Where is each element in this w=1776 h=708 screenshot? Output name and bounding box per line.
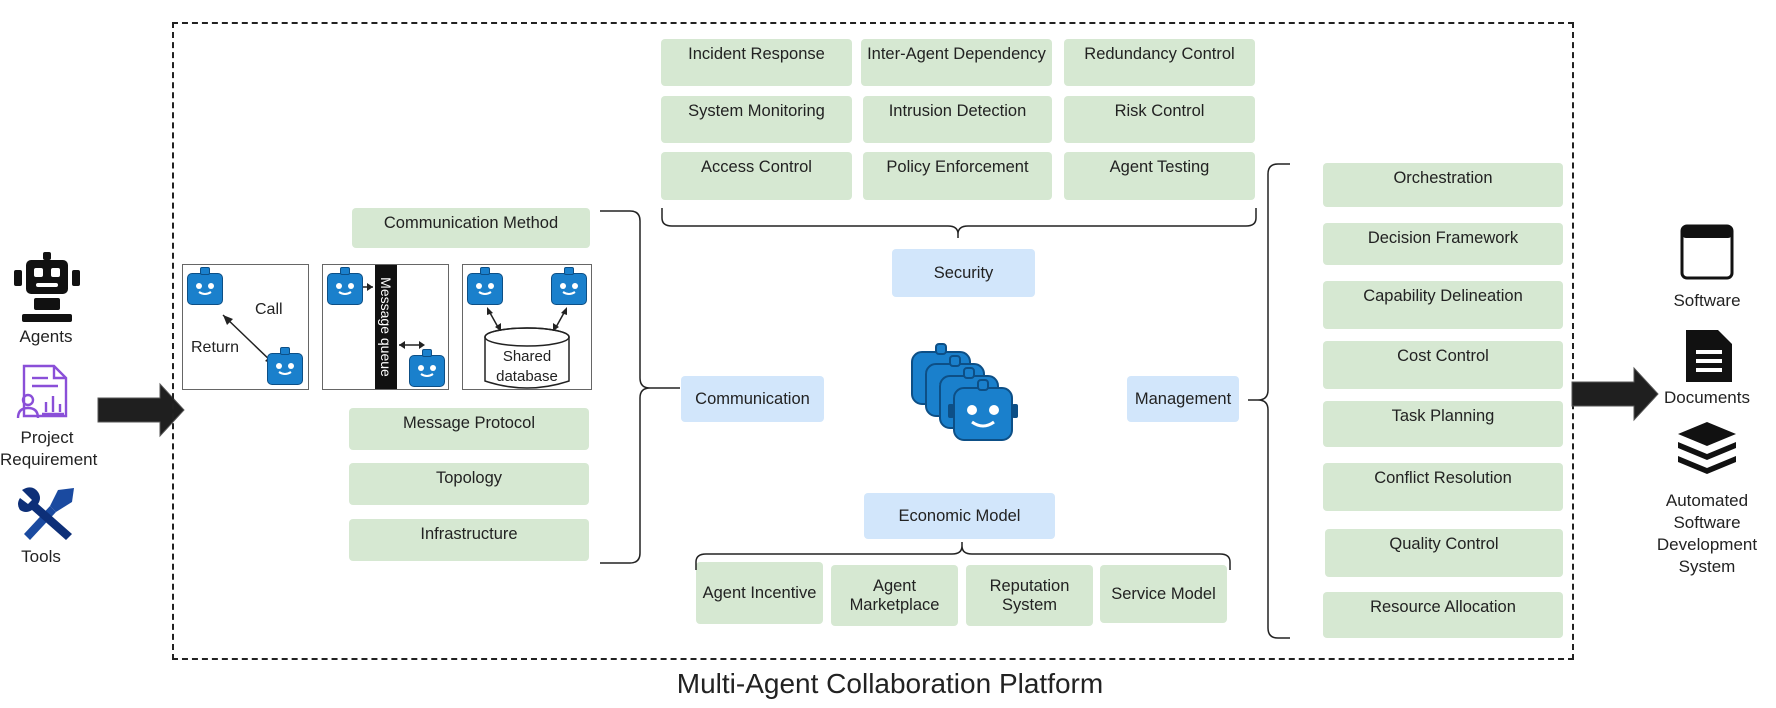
- reputation-system-box: Reputation System: [966, 565, 1093, 626]
- incident-response-box: Incident Response: [661, 39, 852, 86]
- robot-icon: [407, 349, 447, 389]
- layers-stack-icon: [1676, 420, 1738, 482]
- project-requirement-label: Project Requirement: [0, 428, 98, 469]
- orchestration-box: Orchestration: [1323, 163, 1563, 207]
- economic-bracket: [695, 542, 1231, 570]
- economic-model-label-box: Economic Model: [864, 493, 1055, 539]
- management-label-box: Management: [1127, 376, 1239, 422]
- communication-label-box: Communication: [681, 376, 824, 422]
- documents-icon: [1682, 328, 1734, 384]
- infrastructure-box: Infrastructure: [349, 519, 589, 561]
- automated-system-label: Automated Software Development System: [1656, 491, 1758, 576]
- service-model-box: Service Model: [1100, 565, 1227, 623]
- call-return-panel: Call Return: [182, 264, 309, 390]
- intrusion-detection-box: Intrusion Detection: [863, 96, 1052, 143]
- robot-face: [194, 281, 216, 297]
- communication-bracket: [600, 210, 680, 564]
- communication-method-box: Communication Method: [352, 208, 590, 248]
- shared-database-label: Shared database: [496, 348, 558, 385]
- security-bracket: [661, 208, 1257, 238]
- platform-title: Multi-Agent Collaboration Platform: [676, 668, 1104, 699]
- agent-stack-icon: [908, 340, 1020, 448]
- task-planning-box: Task Planning: [1323, 401, 1563, 447]
- policy-enforcement-box: Policy Enforcement: [863, 152, 1052, 200]
- topology-box: Topology: [349, 463, 589, 505]
- project-requirement-icon: [14, 360, 74, 422]
- robot-icon: [325, 267, 365, 307]
- platform-boundary: [172, 22, 1574, 660]
- robot-face: [416, 363, 438, 379]
- agent-robot-icon: [12, 250, 82, 324]
- tools-label: Tools: [21, 547, 61, 566]
- management-bracket: [1248, 163, 1290, 639]
- return-label: Return: [191, 339, 240, 356]
- shared-database-panel: Shared database: [462, 264, 592, 390]
- robot-face: [274, 361, 296, 377]
- robot-icon: [549, 267, 589, 307]
- software-window-icon: [1680, 224, 1734, 280]
- robot-icon: [265, 347, 305, 387]
- agent-testing-box: Agent Testing: [1064, 152, 1255, 200]
- output-arrow: [1571, 366, 1659, 422]
- capability-delineation-box: Capability Delineation: [1323, 281, 1563, 329]
- robot-icon: [185, 267, 225, 307]
- agent-marketplace-box: Agent Marketplace: [831, 565, 958, 626]
- agents-label: Agents: [19, 327, 73, 346]
- cost-control-box: Cost Control: [1323, 341, 1563, 389]
- tools-icon: [16, 484, 78, 540]
- call-label: Call: [255, 301, 283, 318]
- resource-allocation-box: Resource Allocation: [1323, 592, 1563, 638]
- quality-control-box: Quality Control: [1325, 529, 1563, 577]
- robot-icon: [465, 267, 505, 307]
- system-monitoring-box: System Monitoring: [661, 96, 852, 143]
- robot-face: [334, 281, 356, 297]
- redundancy-control-box: Redundancy Control: [1064, 39, 1255, 86]
- message-queue-bar: Message queue: [375, 265, 397, 389]
- documents-label: Documents: [1664, 388, 1750, 407]
- message-protocol-box: Message Protocol: [349, 408, 589, 450]
- robot-face: [474, 281, 496, 297]
- conflict-resolution-box: Conflict Resolution: [1323, 463, 1563, 511]
- security-label-box: Security: [892, 249, 1035, 297]
- inter-agent-dependency-box: Inter-Agent Dependency: [861, 39, 1052, 86]
- message-queue-panel: Message queue: [322, 264, 449, 390]
- robot-face: [558, 281, 580, 297]
- software-label: Software: [1673, 291, 1741, 310]
- access-control-box: Access Control: [661, 152, 852, 200]
- agent-incentive-box: Agent Incentive: [696, 562, 823, 624]
- decision-framework-box: Decision Framework: [1323, 223, 1563, 265]
- risk-control-box: Risk Control: [1064, 96, 1255, 143]
